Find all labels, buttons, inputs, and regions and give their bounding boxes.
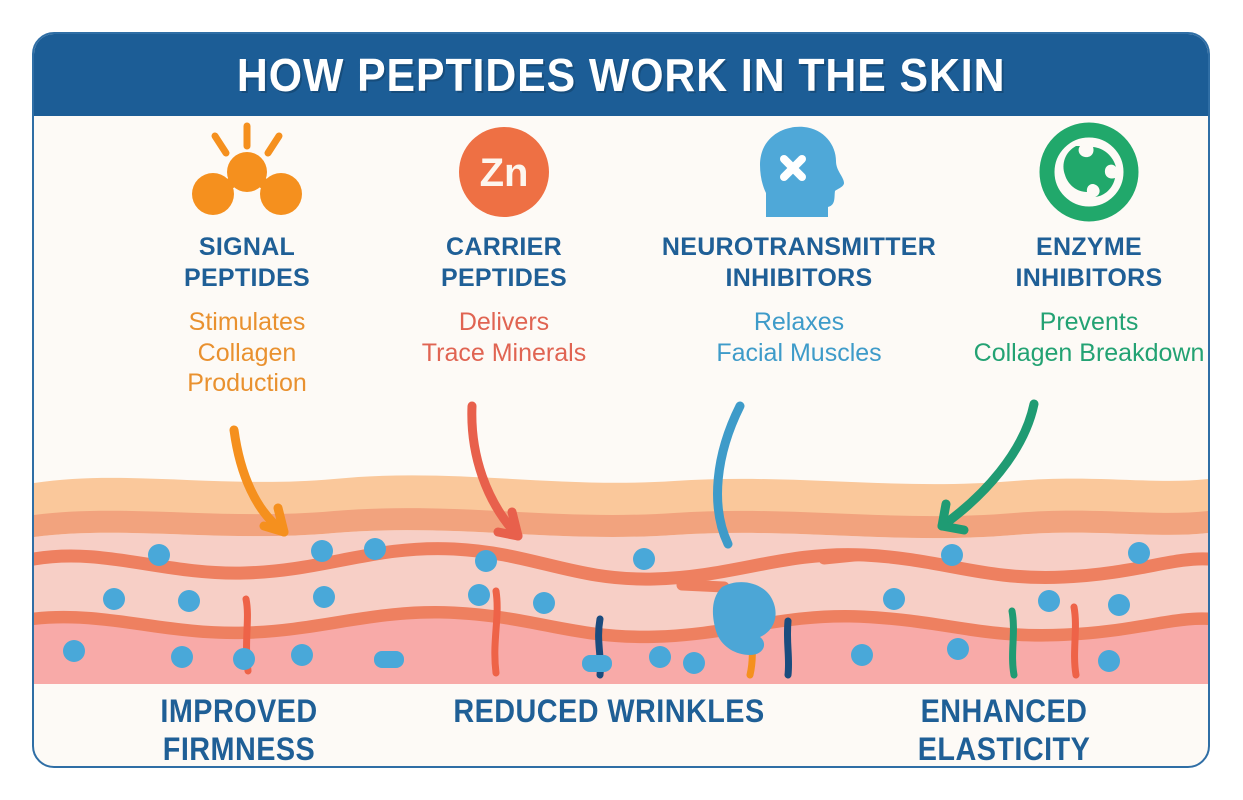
column-title: CARRIER PEPTIDES [440,233,568,292]
column-signal-peptides[interactable]: SIGNAL PEPTIDES Stimulates Collagen Prod… [112,116,382,399]
enzyme-ring-icon [964,116,1208,228]
column-title: SIGNAL PEPTIDES [183,233,311,292]
epidermis-divider [34,508,1208,539]
dermis-wave-1 [34,542,1208,586]
skin-cross-section [34,459,1208,684]
infographic-card: HOW PEPTIDES WORK IN THE SKIN [32,32,1210,768]
column-neurotransmitter-inhibitors[interactable]: NEUROTRANSMITTER INHIBITORS Relaxes Faci… [624,116,974,368]
outcomes-row: IMPROVED FIRMNESS REDUCED WRINKLES ENHAN… [34,684,1208,768]
hypodermis-layer [34,618,1208,684]
outcome-reduced-wrinkles: REDUCED WRINKLES [453,693,765,729]
outcome-enhanced-elasticity: ENHANCED ELASTICITY [917,693,1091,768]
column-desc: Stimulates Collagen Production [187,308,307,397]
column-desc: Delivers Trace Minerals [421,308,587,367]
column-enzyme-inhibitors[interactable]: ENZYME INHIBITORS Prevents Collagen Brea… [964,116,1208,368]
column-title: ENZYME INHIBITORS [1015,233,1163,292]
facial-muscle-blob [712,582,776,655]
outcome-improved-firmness: IMPROVED FIRMNESS [160,693,318,768]
column-desc: Prevents Collagen Breakdown [973,308,1205,367]
zinc-circle-icon: Zn [379,116,629,228]
column-desc: Relaxes Facial Muscles [716,308,882,367]
header-bar: HOW PEPTIDES WORK IN THE SKIN [34,34,1208,116]
elastin-dashes [676,549,870,593]
page-title: HOW PEPTIDES WORK IN THE SKIN [236,49,1006,101]
head-profile-x-icon [624,116,974,228]
column-carrier-peptides[interactable]: Zn CARRIER PEPTIDES Delivers Trace Miner… [379,116,629,368]
zinc-symbol-text: Zn [480,151,529,195]
skin-cells [63,538,1150,674]
signal-molecule-icon [112,116,382,228]
column-title: NEUROTRANSMITTER INHIBITORS [661,233,937,292]
peptide-types-row: SIGNAL PEPTIDES Stimulates Collagen Prod… [34,116,1208,461]
